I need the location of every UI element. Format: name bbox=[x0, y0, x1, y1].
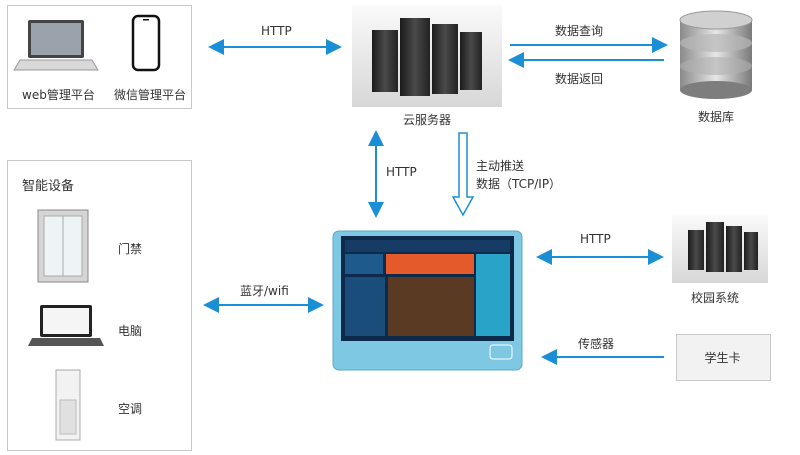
smart-devices-box bbox=[7, 160, 192, 451]
wechat-platform-label: 微信管理平台 bbox=[114, 88, 187, 102]
http-down-label: HTTP bbox=[386, 165, 417, 179]
smart-device-computer: 电脑 bbox=[118, 324, 143, 338]
smart-devices-title: 智能设备 bbox=[22, 179, 75, 194]
push-label-line1: 主动推送 bbox=[476, 159, 525, 173]
campus-http-label: HTTP bbox=[580, 232, 611, 246]
cloud-server-label: 云服务器 bbox=[403, 113, 452, 127]
web-platform-label: web管理平台 bbox=[22, 88, 95, 102]
database-label: 数据库 bbox=[698, 110, 735, 124]
student-card-box bbox=[676, 334, 771, 381]
arrow-push bbox=[451, 132, 475, 217]
push-label-line2: 数据（TCP/IP） bbox=[476, 177, 562, 191]
return-label: 数据返回 bbox=[555, 72, 604, 86]
campus-system-label: 校园系统 bbox=[691, 291, 740, 305]
student-card-label: 学生卡 bbox=[704, 351, 741, 365]
card-link-label: 传感器 bbox=[578, 337, 615, 351]
http-top-label: HTTP bbox=[261, 24, 292, 38]
smart-device-door: 门禁 bbox=[118, 242, 143, 256]
query-label: 数据查询 bbox=[555, 24, 604, 38]
devices-link-label: 蓝牙/wifi bbox=[240, 284, 289, 298]
smart-device-air-conditioner: 空调 bbox=[118, 402, 143, 416]
